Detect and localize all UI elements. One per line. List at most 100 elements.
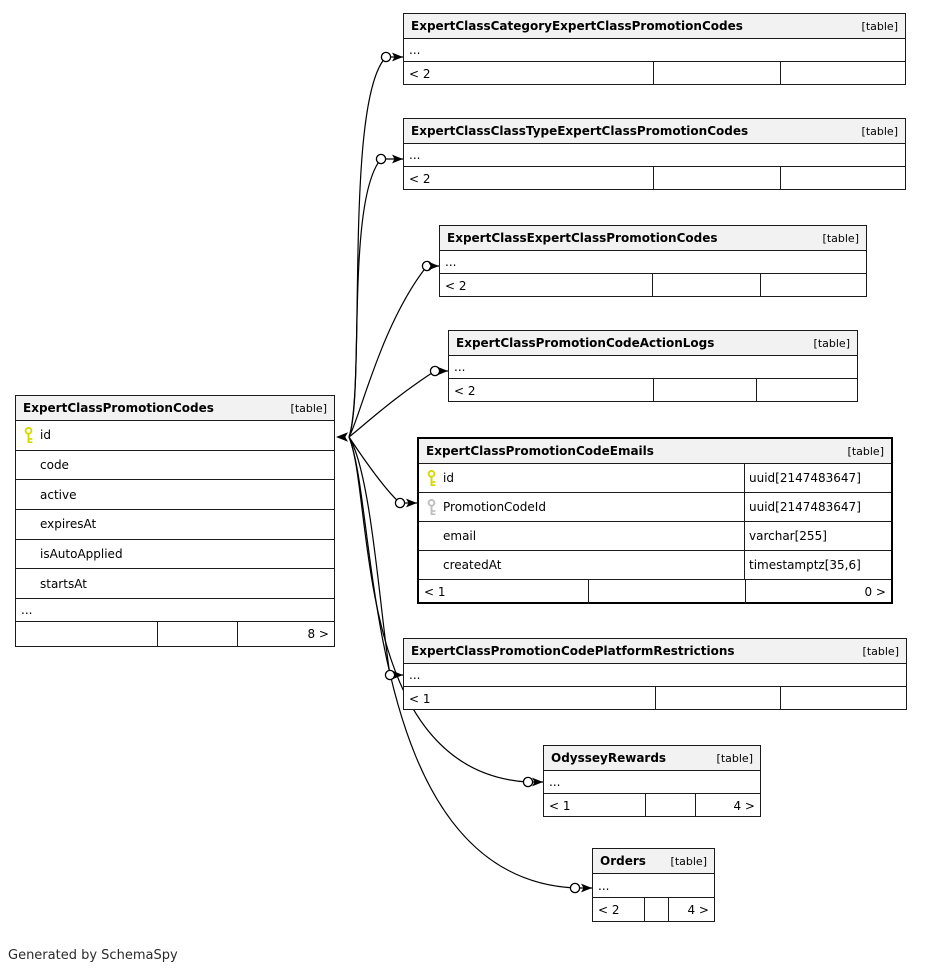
field-name: code — [40, 458, 69, 473]
table-header: ExpertClassCategoryExpertClassPromotionC… — [404, 14, 905, 39]
ellipsis-row: ... — [593, 874, 714, 898]
table-title: ExpertClassPromotionCodePlatformRestrict… — [411, 644, 735, 658]
parents-count: < 2 — [404, 167, 654, 190]
table-tag: [table] — [862, 644, 899, 658]
primary-key-icon — [16, 421, 40, 450]
edge-arrowhead — [428, 261, 439, 271]
table-title: ExpertClassCategoryExpertClassPromotionC… — [411, 19, 743, 33]
table-tag: [table] — [822, 231, 859, 245]
table-header: Orders [table] — [593, 849, 714, 874]
edge-circle-marker — [394, 497, 406, 509]
edge-to-category-codes — [348, 56, 403, 438]
edge-to-actionlogs — [348, 370, 448, 438]
footer-row: < 2 — [404, 167, 905, 190]
ellipsis-row: ... — [544, 771, 760, 794]
parents-count: < 2 — [449, 379, 654, 402]
ellipsis-row: ... — [404, 39, 905, 62]
footer-cell — [646, 794, 696, 817]
field-type: timestamptz[35,6] — [744, 551, 891, 579]
edge-to-orders — [348, 436, 592, 889]
field-row-expiresat[interactable]: expiresAt — [16, 510, 334, 540]
field-row-createdat[interactable]: createdAt timestamptz[35,6] — [419, 551, 891, 580]
ellipsis-row: ... — [16, 599, 334, 623]
footer-cell — [589, 580, 746, 604]
table-title: Orders — [600, 854, 646, 868]
footer-cell — [781, 62, 905, 85]
field-name: id — [40, 428, 51, 443]
edge-circle-marker — [522, 776, 534, 788]
table-header: ExpertClassPromotionCodeActionLogs [tabl… — [449, 331, 857, 356]
table-header: ExpertClassPromotionCodeEmails [table] — [419, 439, 891, 464]
field-row-email[interactable]: email varchar[255] — [419, 522, 891, 551]
table-expertclasspromotioncodeactionlogs[interactable]: ExpertClassPromotionCodeActionLogs [tabl… — [448, 330, 858, 402]
children-count: 8 > — [307, 627, 329, 642]
footer-cell — [757, 379, 857, 402]
ellipsis-row: ... — [449, 356, 857, 379]
field-type: uuid[2147483647] — [744, 493, 891, 521]
footer-row: < 1 0 > — [419, 580, 891, 604]
footer-cell — [645, 898, 669, 922]
table-tag: [table] — [847, 444, 884, 458]
table-expertclassclasstypeexpertclasspromotioncodes[interactable]: ExpertClassClassTypeExpertClassPromotion… — [403, 118, 906, 190]
table-expertclasscategoryexpertclasspromotioncodes[interactable]: ExpertClassCategoryExpertClassPromotionC… — [403, 13, 906, 85]
field-name: id — [443, 471, 454, 485]
table-title: ExpertClassClassTypeExpertClassPromotion… — [411, 124, 749, 138]
table-tag: [table] — [861, 19, 898, 33]
primary-key-icon — [419, 464, 443, 492]
table-title: ExpertClassPromotionCodeEmails — [426, 444, 654, 458]
table-odysseyrewards[interactable]: OdysseyRewards [table] ... < 1 4 > — [543, 745, 761, 817]
footer-row: < 1 — [404, 687, 906, 710]
table-title: ExpertClassPromotionCodeActionLogs — [456, 336, 715, 350]
ellipsis-row: ... — [440, 251, 866, 274]
table-title: ExpertClassPromotionCodes — [23, 401, 214, 415]
footer-cell — [781, 687, 906, 710]
table-tag: [table] — [813, 336, 850, 350]
parents-count: < 1 — [404, 687, 656, 710]
footer-cell — [781, 167, 905, 190]
field-row-id[interactable]: id — [16, 421, 334, 451]
table-header: OdysseyRewards [table] — [544, 746, 760, 771]
footer-cell — [656, 687, 781, 710]
field-name: active — [40, 487, 77, 502]
table-expertclasspromotioncodes[interactable]: ExpertClassPromotionCodes [table] id cod… — [15, 395, 335, 647]
children-count: 4 > — [733, 798, 755, 813]
edge-circle-marker — [380, 51, 392, 63]
table-tag: [table] — [861, 124, 898, 138]
footer-row: < 1 4 > — [544, 794, 760, 817]
ellipsis-row: ... — [404, 664, 906, 687]
foreign-key-icon — [419, 493, 443, 521]
table-title: OdysseyRewards — [551, 751, 667, 765]
edge-arrowhead — [392, 670, 403, 680]
field-row-id[interactable]: id uuid[2147483647] — [419, 464, 891, 493]
field-name: email — [443, 529, 477, 543]
edge-to-odyssey-rewards — [348, 436, 543, 783]
field-row-promotioncodeid[interactable]: PromotionCodeId uuid[2147483647] — [419, 493, 891, 522]
edge-arrowhead — [406, 498, 417, 508]
table-title: ExpertClassExpertClassPromotionCodes — [447, 231, 718, 245]
table-expertclassexpertclasspromotioncodes[interactable]: ExpertClassExpertClassPromotionCodes [ta… — [439, 225, 867, 297]
edge-arrowhead — [437, 366, 448, 376]
edge-to-platform-restrictions — [348, 436, 403, 676]
table-expertclasspromotioncodeemails[interactable]: ExpertClassPromotionCodeEmails [table] i… — [417, 437, 893, 604]
footer-row: 8 > — [16, 622, 334, 647]
field-row-startsat[interactable]: startsAt — [16, 569, 334, 600]
field-row-isautoapplied[interactable]: isAutoApplied — [16, 540, 334, 570]
footer-cell — [654, 167, 781, 190]
edge-to-emails — [348, 436, 417, 504]
footer-cell — [16, 622, 158, 647]
generator-credit: Generated by SchemaSpy — [8, 948, 178, 963]
table-orders[interactable]: Orders [table] ... < 2 4 > — [592, 848, 715, 922]
table-header: ExpertClassClassTypeExpertClassPromotion… — [404, 119, 905, 144]
parents-count: < 2 — [404, 62, 654, 85]
table-expertclasspromotioncodeplatformrestrictions[interactable]: ExpertClassPromotionCodePlatformRestrict… — [403, 638, 907, 710]
field-type: uuid[2147483647] — [744, 464, 891, 492]
edge-circle-marker — [375, 153, 387, 165]
field-row-active[interactable]: active — [16, 480, 334, 511]
children-count: 0 > — [864, 585, 886, 599]
footer-row: < 2 — [404, 62, 905, 85]
footer-row: < 2 4 > — [593, 898, 714, 922]
table-header: ExpertClassPromotionCodePlatformRestrict… — [404, 639, 906, 664]
edge-arrowhead — [532, 777, 543, 787]
field-row-code[interactable]: code — [16, 451, 334, 481]
